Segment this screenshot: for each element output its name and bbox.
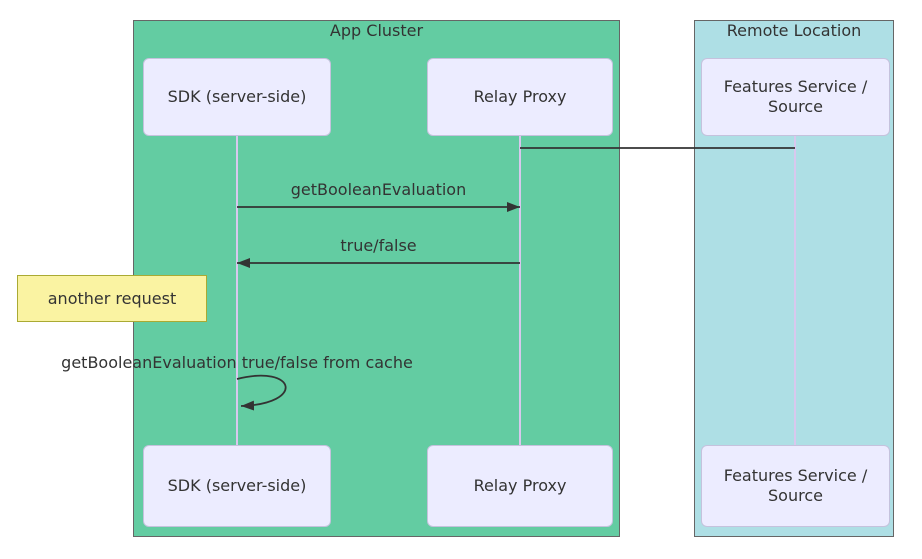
note-text: another request: [47, 289, 177, 308]
message-label-true-false: true/false: [340, 236, 417, 255]
app-cluster-title: App Cluster: [329, 21, 424, 40]
note-another-request: another request: [17, 275, 207, 322]
message-label-cache: getBooleanEvaluation true/false from cac…: [61, 353, 413, 372]
message-label-get-boolean-evaluation: getBooleanEvaluation: [290, 180, 467, 199]
actor-sdk-bottom: SDK (server-side): [143, 445, 331, 527]
actor-sdk-label: SDK (server-side): [167, 87, 307, 106]
actor-features-service-top: Features Service / Source: [701, 58, 890, 136]
actor-relay-proxy-top: Relay Proxy: [427, 58, 613, 136]
actor-relay-proxy-label: Relay Proxy: [473, 87, 567, 106]
relay-proxy-lifeline: [519, 136, 521, 445]
actor-sdk-top: SDK (server-side): [143, 58, 331, 136]
sdk-lifeline: [236, 136, 238, 445]
self-loop-cache-arrow: [236, 374, 287, 411]
features-service-lifeline: [794, 136, 796, 445]
actor-relay-proxy-label: Relay Proxy: [473, 476, 567, 495]
actor-features-service-bottom: Features Service / Source: [701, 445, 890, 527]
remote-location-title: Remote Location: [726, 21, 862, 40]
actor-features-service-label: Features Service / Source: [723, 466, 868, 505]
actor-relay-proxy-bottom: Relay Proxy: [427, 445, 613, 527]
actor-sdk-label: SDK (server-side): [167, 476, 307, 495]
actor-features-service-label: Features Service / Source: [723, 77, 868, 116]
